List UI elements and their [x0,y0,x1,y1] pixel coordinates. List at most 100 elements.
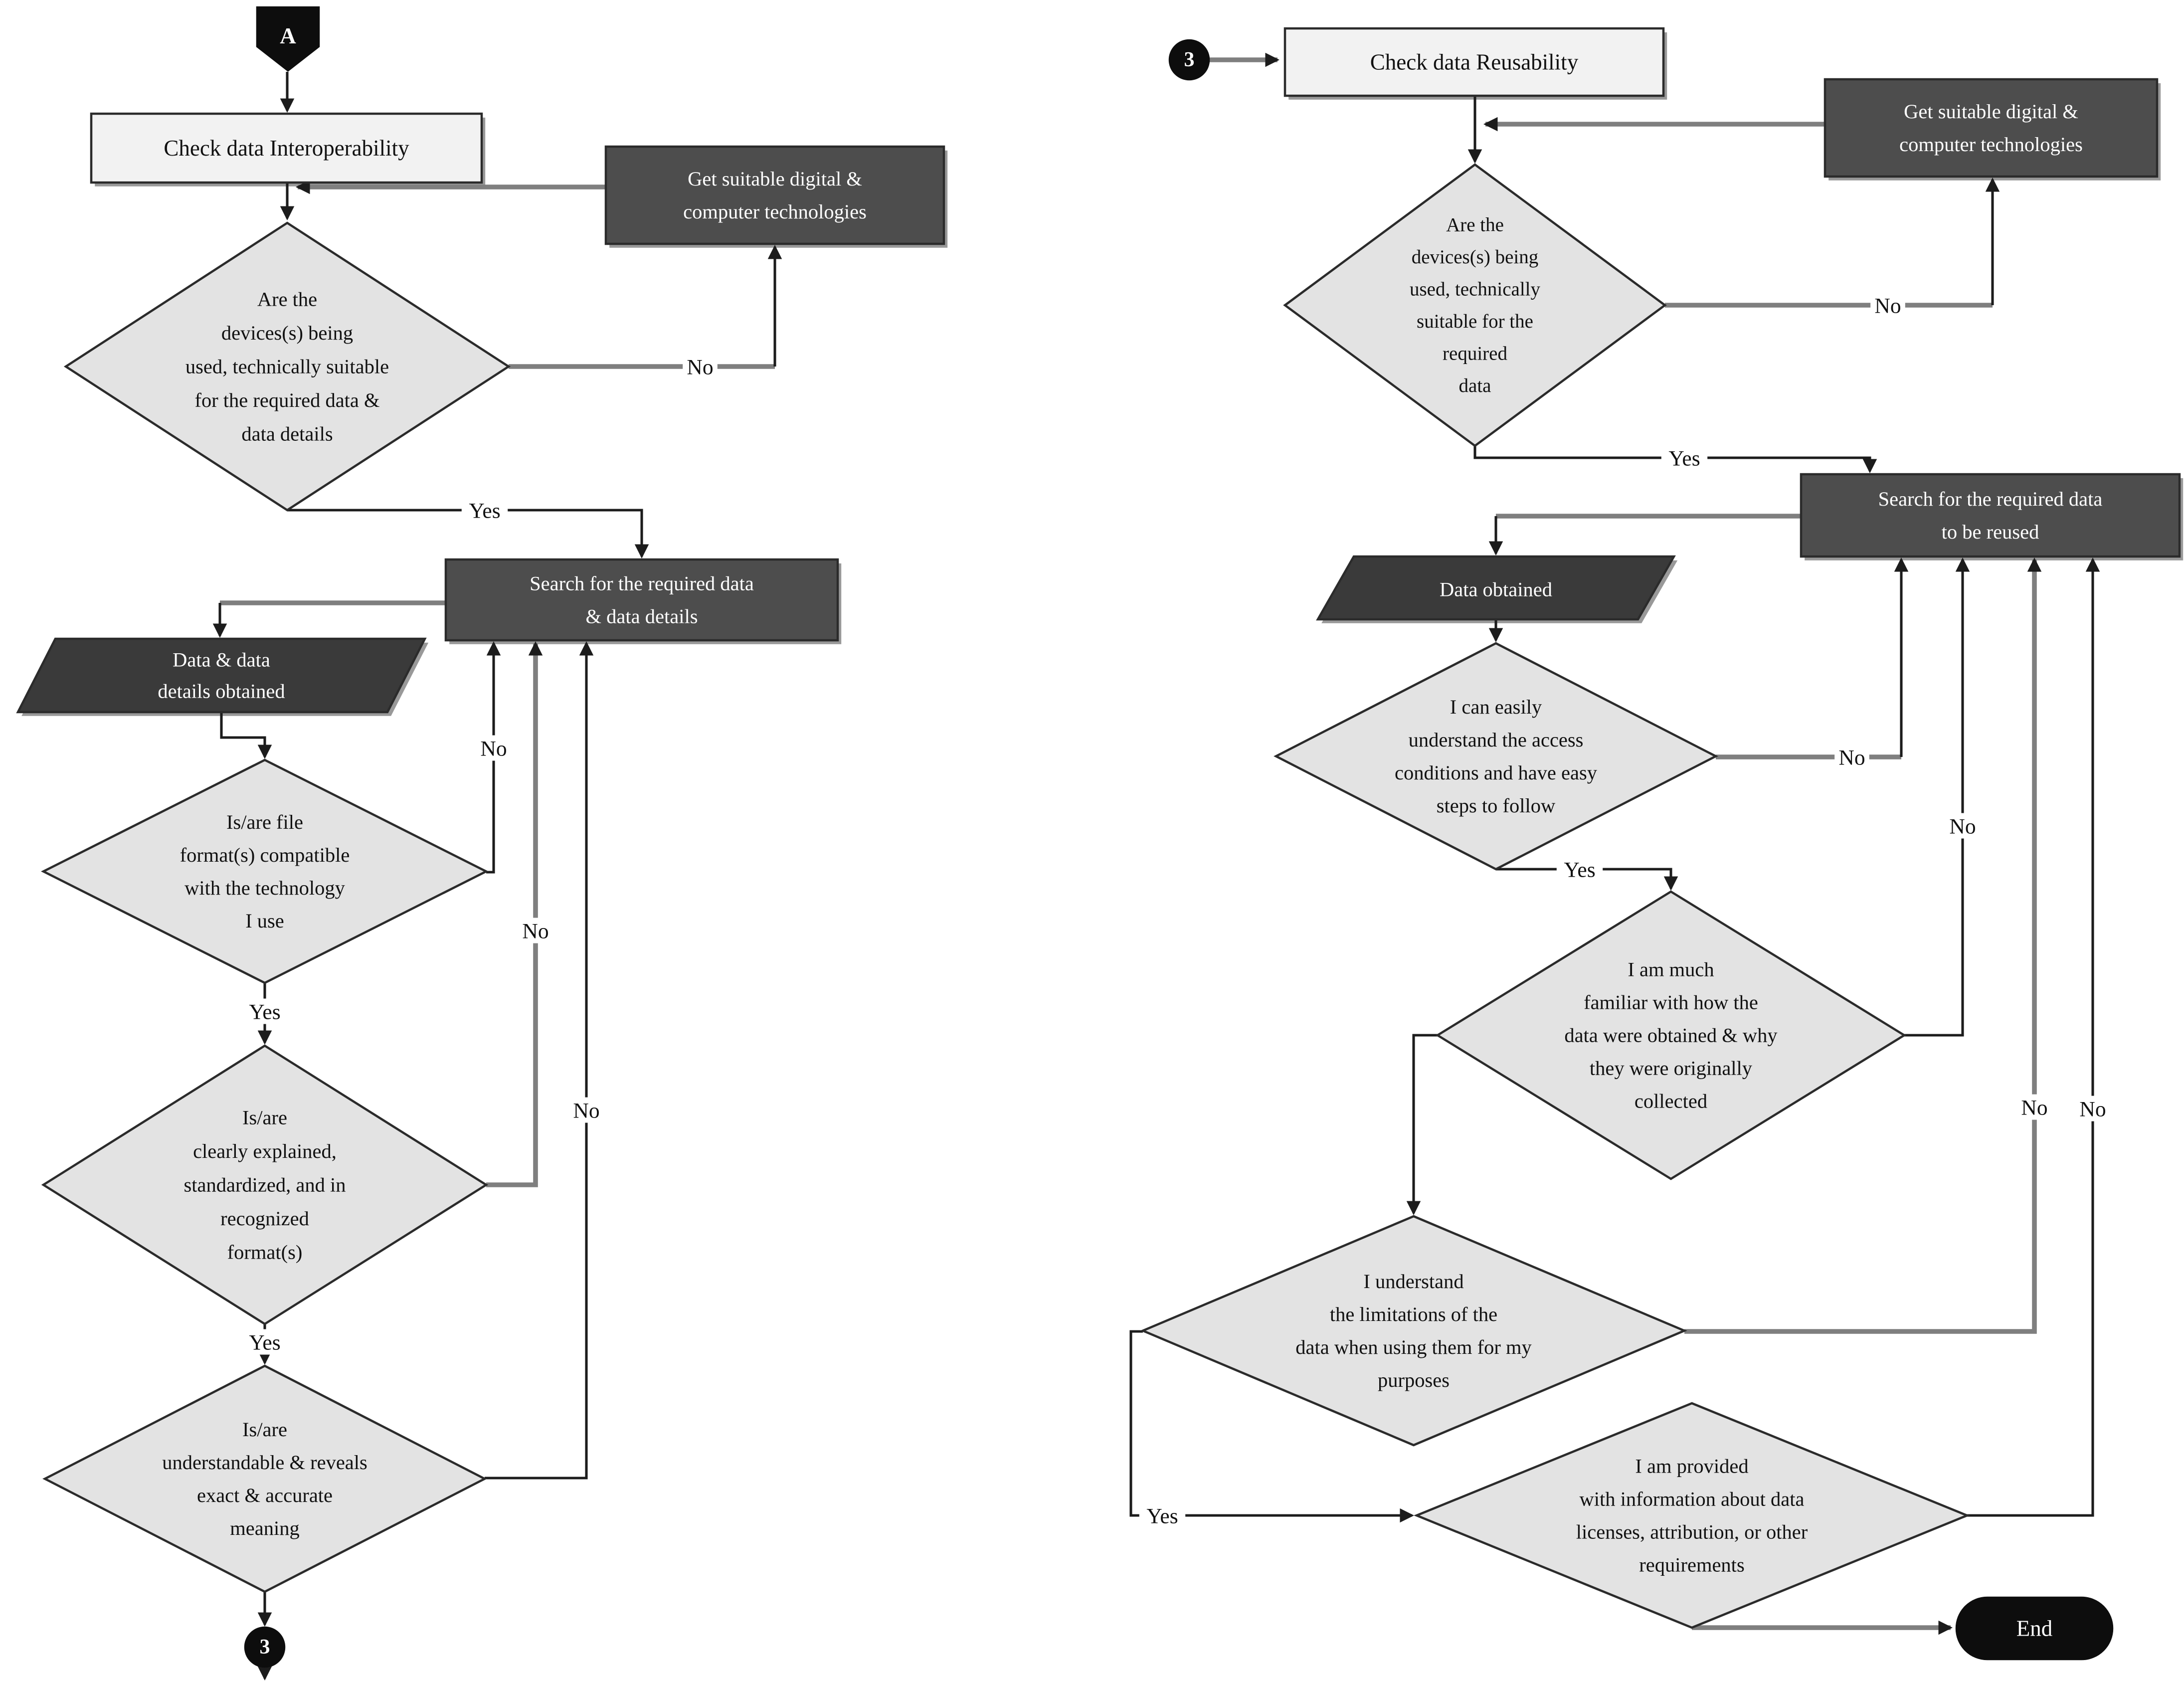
edge-label-yes: Yes [1668,447,1700,471]
devices-suitable-decision-right-label: Are the [1446,214,1504,235]
get-suitable-technologies-right [1823,78,2159,178]
clearly-explained-decision-label: format(s) [227,1241,303,1264]
clearly-explained-decision-label: recognized [220,1207,309,1230]
understand-limitations-decision-label: data when using them for my [1295,1336,1532,1358]
clearly-explained-decision-label: standardized, and in [183,1174,346,1196]
understandable-meaning-decision-label: exact & accurate [197,1484,333,1506]
data-details-obtained-label: details obtained [158,680,285,703]
edge-label-no: No [687,356,713,379]
search-data-reused [1800,473,2181,558]
check-data-interoperability-label: Check data Interoperability [164,136,409,161]
search-data-reused-label: Search for the required data [1878,488,2103,510]
edge-label-no: No [573,1099,599,1123]
edge-label-no: No [480,737,507,761]
familiar-data-origin-decision-label: I am much [1628,958,1714,981]
edge-label-bg [1661,445,1708,471]
edge-label-bg [1139,1502,1186,1528]
edge-no-provided-return [1967,558,2100,1517]
edge-label-bg [683,354,718,379]
edge-label-no: No [1949,815,1976,839]
file-formats-compatible-decision [40,758,489,984]
understandable-meaning-decision-label: Is/are [242,1418,287,1441]
check-data-reusability [1283,27,1665,97]
get-suitable-technologies-left-label: Get suitable digital & [688,168,862,190]
access-conditions-decision-label: I can easily [1450,696,1542,718]
devices-suitable-decision-left-label: Are the [257,288,317,311]
edge-label-bg [461,497,508,523]
edge-label-bg [1834,744,1869,770]
edge-label-bg [241,998,288,1024]
search-required-data-left-label: Search for the required data [530,572,754,595]
connector-a-label: A [280,23,296,48]
access-conditions-decision-label: understand the access [1409,729,1584,751]
node-layer [16,6,2181,1668]
edge-label-no: No [1874,294,1901,318]
edge-label-no: No [522,920,548,943]
provided-licenses-decision-label: requirements [1639,1554,1744,1576]
understand-limitations-decision-label: purposes [1378,1369,1450,1391]
edge-label-yes: Yes [1564,858,1595,882]
understand-limitations-decision [1140,1215,1687,1447]
edge-layer [212,52,2100,1681]
edge-yes-limitations [1129,1330,1414,1523]
file-formats-compatible-decision-label: format(s) compatible [180,844,350,866]
file-formats-compatible-decision-label: Is/are file [226,811,303,833]
familiar-data-origin-decision-label: data were obtained & why [1564,1024,1778,1047]
clearly-explained-decision [41,1044,489,1325]
edge-label-no: No [1838,746,1865,770]
devices-suitable-decision-left [63,221,511,512]
access-conditions-decision-label: steps to follow [1437,794,1556,817]
devices-suitable-decision-left-label: used, technically suitable [185,356,389,378]
edge-no-explained-return [486,641,543,1187]
understand-limitations-decision-label: the limitations of the [1330,1303,1497,1325]
data-details-obtained-label: Data & data [173,649,270,671]
edge-data-obtained-to-formats [220,712,272,759]
data-details-obtained [16,637,427,714]
familiar-data-origin-decision-label: they were originally [1590,1057,1753,1080]
provided-licenses-decision [1414,1402,1970,1629]
familiar-data-origin-decision [1435,890,1907,1180]
end-terminator [1955,1596,2114,1661]
understandable-meaning-decision-label: meaning [230,1517,299,1539]
check-data-reusability-label: Check data Reusability [1370,50,1579,75]
clearly-explained-decision-label: clearly explained, [193,1140,337,1162]
edge-label-yes: Yes [469,499,500,523]
familiar-data-origin-decision-label: familiar with how the [1584,991,1758,1014]
check-data-interoperability [90,112,483,184]
edge-no-familiar-return [1904,558,1970,1037]
devices-suitable-decision-left-label: for the required data & [194,389,379,411]
edge-label-bg [2075,1096,2110,1121]
familiar-data-origin-decision-label: collected [1635,1090,1707,1113]
connector-3-left-label: 3 [260,1636,270,1659]
devices-suitable-decision-right-label: data [1459,375,1491,396]
edge-no-formats-return [486,641,501,874]
edge-label-yes: Yes [1146,1504,1178,1528]
edge-yes-access [1496,868,1678,891]
edge-familiar-to-limitations [1406,1034,1438,1215]
edge-label-bg [569,1097,604,1123]
file-formats-compatible-decision-label: I use [245,910,284,932]
devices-suitable-decision-left-label: devices(s) being [221,322,353,344]
edge-label-no: No [2021,1096,2047,1120]
edge-label-bg [2017,1094,2052,1120]
data-obtained [1316,555,1676,621]
data-obtained-label: Data obtained [1440,578,1552,601]
devices-suitable-decision-right [1283,163,1667,447]
devices-suitable-decision-right-label: devices(s) being [1412,246,1539,268]
edge-label-bg [518,918,553,943]
edge-label-bg [1556,856,1603,882]
search-required-data-left-label: & data details [586,605,698,628]
end-terminator-label: End [2016,1616,2052,1641]
provided-licenses-decision-label: licenses, attribution, or other [1576,1521,1808,1543]
get-suitable-technologies-left [604,145,945,245]
edge-no-understandable-return [485,641,594,1480]
access-conditions-decision [1274,642,1718,871]
get-suitable-technologies-right-label: computer technologies [1899,133,2083,156]
edge-yes-devices-left [287,509,649,559]
devices-suitable-decision-right-label: used, technically [1410,278,1541,300]
devices-suitable-decision-right-label: required [1443,343,1507,364]
edge-label-bg [476,735,511,761]
